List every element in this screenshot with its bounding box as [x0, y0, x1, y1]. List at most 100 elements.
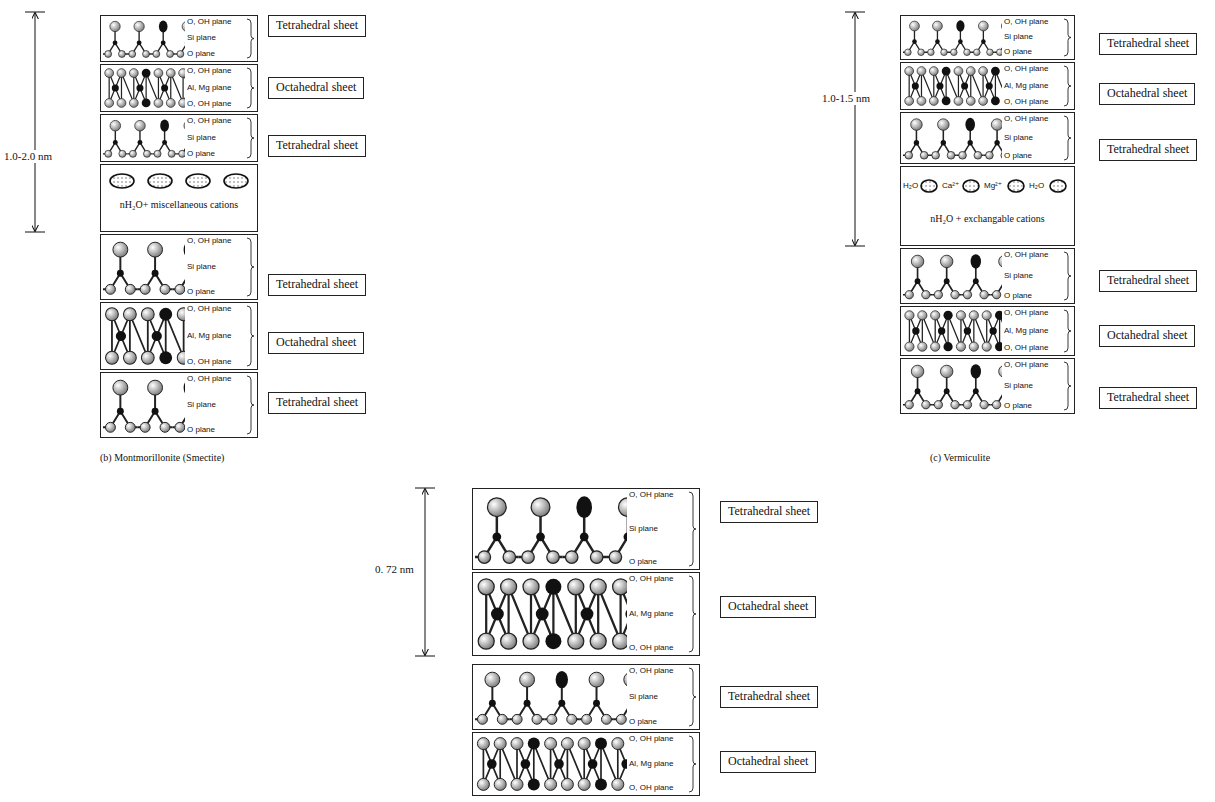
- sheet-label-box: Tetrahedral sheet: [268, 392, 366, 414]
- plane-label: O, OH plane: [1004, 65, 1064, 74]
- plane-labels: O, OH planeAl, Mg planeO, OH plane: [1004, 63, 1064, 109]
- plane-label: O, OH plane: [187, 117, 247, 126]
- sheet-band: O, OH planeAl, Mg planeO, OH plane: [472, 572, 700, 656]
- sheet-label-box: Octahedral sheet: [720, 751, 816, 773]
- sheet-label-box: Tetrahedral sheet: [1099, 270, 1197, 292]
- plane-label: O, OH plane: [1004, 18, 1064, 27]
- plane-label: Al, Mg plane: [187, 84, 247, 93]
- plane-label: O, OH plane: [629, 575, 689, 584]
- sheet-label: Octahedral sheet: [276, 336, 356, 350]
- sheet-label: Octahedral sheet: [1107, 87, 1187, 101]
- plane-label: O plane: [1004, 152, 1064, 161]
- sheet-band: O, OH planeAl, Mg planeO, OH plane: [100, 302, 258, 370]
- interlayer-band: H₂OCa²⁺Mg²⁺H₂OnH₂O + exchangable cations: [900, 166, 1075, 246]
- sheet-band: O, OH plane Si plane O plane: [100, 15, 258, 62]
- sheet-label: Octahedral sheet: [1107, 329, 1187, 343]
- sheet-band: O, OH planeAl, Mg planeO, OH plane: [900, 306, 1075, 356]
- dimension-label: 1.0-1.5 nm: [821, 92, 871, 105]
- cation-ellipses: [110, 174, 1066, 192]
- sheet-label: Tetrahedral sheet: [728, 505, 810, 519]
- sheet-band: O, OH planeAl, Mg planeO, OH plane: [100, 64, 258, 112]
- octahedral-atoms: [905, 67, 1082, 106]
- plane-label: O, OH plane: [1004, 344, 1064, 353]
- sheet-label: Tetrahedral sheet: [276, 278, 358, 292]
- sheet-label-box: Octahedral sheet: [1099, 325, 1195, 347]
- plane-label: O, OH plane: [629, 784, 689, 793]
- sheet-band: O, OH planeAl, Mg planeO, OH plane: [900, 62, 1075, 110]
- plane-label: O plane: [629, 718, 689, 727]
- plane-labels: O, OH planeSi planeO plane: [187, 235, 247, 299]
- sheet-label: Octahedral sheet: [276, 81, 356, 95]
- plane-labels: O, OH planeSi planeO plane: [629, 489, 689, 569]
- sheet-label-box: Tetrahedral sheet: [268, 274, 366, 296]
- sheet-label-box: Octahedral sheet: [268, 77, 364, 99]
- plane-label: O, OH plane: [1004, 98, 1064, 107]
- sheet-label: Tetrahedral sheet: [1107, 37, 1189, 51]
- plane-label: O, OH plane: [187, 18, 247, 27]
- sheet-label: Tetrahedral sheet: [1107, 391, 1189, 405]
- octahedral-atoms: [905, 311, 1090, 351]
- panel-caption: (b) Montmorillonite (Smectite): [100, 452, 224, 464]
- plane-label: O plane: [1004, 292, 1064, 301]
- sheet-band: O, OH planeSi planeO plane: [100, 114, 258, 162]
- plane-label: Si plane: [1004, 33, 1064, 42]
- plane-labels: O, OH planeAl, Mg planeO, OH plane: [629, 733, 689, 795]
- plane-label: Si plane: [187, 263, 247, 272]
- plane-label: O, OH plane: [629, 491, 689, 500]
- sheet-band: O, OH planeAl, Mg planeO, OH plane: [472, 732, 700, 796]
- sheet-band: O, OH plane Si plane O plane: [900, 15, 1075, 60]
- plane-label: O, OH plane: [187, 305, 247, 314]
- plane-label: O, OH plane: [1004, 115, 1064, 124]
- plane-label: O plane: [187, 150, 247, 159]
- plane-label: Si plane: [187, 401, 247, 410]
- octahedral-atoms: [106, 308, 363, 364]
- plane-label: Al, Mg plane: [1004, 327, 1064, 336]
- plane-label: Si plane: [1004, 272, 1064, 281]
- sheet-label: Tetrahedral sheet: [1107, 143, 1189, 157]
- plane-label: O plane: [187, 288, 247, 297]
- plane-labels: O, OH plane Si plane O plane: [1004, 16, 1064, 59]
- sheet-label: Tetrahedral sheet: [1107, 274, 1189, 288]
- dimension-arrows: [25, 12, 865, 656]
- tetrahedral-atoms: [903, 118, 1091, 159]
- sheet-label-box: Octahedral sheet: [1099, 83, 1195, 105]
- plane-labels: O, OH planeSi planeO plane: [187, 373, 247, 437]
- plane-labels: O, OH planeSi planeO plane: [1004, 113, 1064, 163]
- sheet-band: O, OH planeSi planeO plane: [100, 234, 258, 300]
- plane-labels: O, OH planeSi planeO plane: [1004, 249, 1064, 303]
- plane-label: Si plane: [187, 34, 247, 43]
- tetrahedral-atoms: [475, 671, 718, 724]
- plane-label: Si plane: [1004, 382, 1064, 391]
- sheet-label: Tetrahedral sheet: [276, 396, 358, 410]
- plane-label: Al, Mg plane: [629, 610, 689, 619]
- sheet-label-box: Tetrahedral sheet: [1099, 139, 1197, 161]
- plane-label: O, OH plane: [187, 67, 247, 76]
- sheet-band: O, OH planeSi planeO plane: [100, 372, 258, 438]
- sheet-label: Octahedral sheet: [728, 755, 808, 769]
- ion-label: H₂O: [903, 182, 918, 191]
- plane-label: O plane: [187, 50, 247, 59]
- sheet-label-box: Tetrahedral sheet: [268, 15, 366, 37]
- plane-labels: O, OH plane Si plane O plane: [1004, 359, 1064, 413]
- plane-labels: O, OH plane Si plane O plane: [629, 665, 689, 729]
- plane-label: O, OH plane: [1004, 361, 1064, 370]
- plane-label: Si plane: [629, 525, 689, 534]
- octahedral-atoms: [477, 738, 718, 791]
- ion-label: H₂O: [1029, 182, 1044, 191]
- ion-label: Mg²⁺: [984, 182, 1002, 191]
- sheet-label-box: Tetrahedral sheet: [1099, 33, 1197, 55]
- plane-label: O, OH plane: [187, 358, 247, 367]
- plane-label: Si plane: [629, 693, 689, 702]
- sheet-label-box: Octahedral sheet: [268, 332, 364, 354]
- interlayer-text: nH₂O + exchangable cations: [901, 213, 1074, 225]
- plane-label: O, OH plane: [629, 667, 689, 676]
- plane-label: Al, Mg plane: [629, 760, 689, 769]
- plane-label: O plane: [1004, 48, 1064, 57]
- interlayer-text: nH₂O+ miscellaneous cations: [101, 199, 257, 211]
- sheet-label-box: Tetrahedral sheet: [1099, 387, 1197, 409]
- plane-label: O plane: [1004, 402, 1064, 411]
- plane-labels: O, OH plane Si plane O plane: [187, 16, 247, 61]
- plane-labels: O, OH planeAl, Mg planeO, OH plane: [187, 303, 247, 369]
- plane-label: O plane: [187, 426, 247, 435]
- sheet-band: O, OH planeSi planeO plane: [900, 112, 1075, 164]
